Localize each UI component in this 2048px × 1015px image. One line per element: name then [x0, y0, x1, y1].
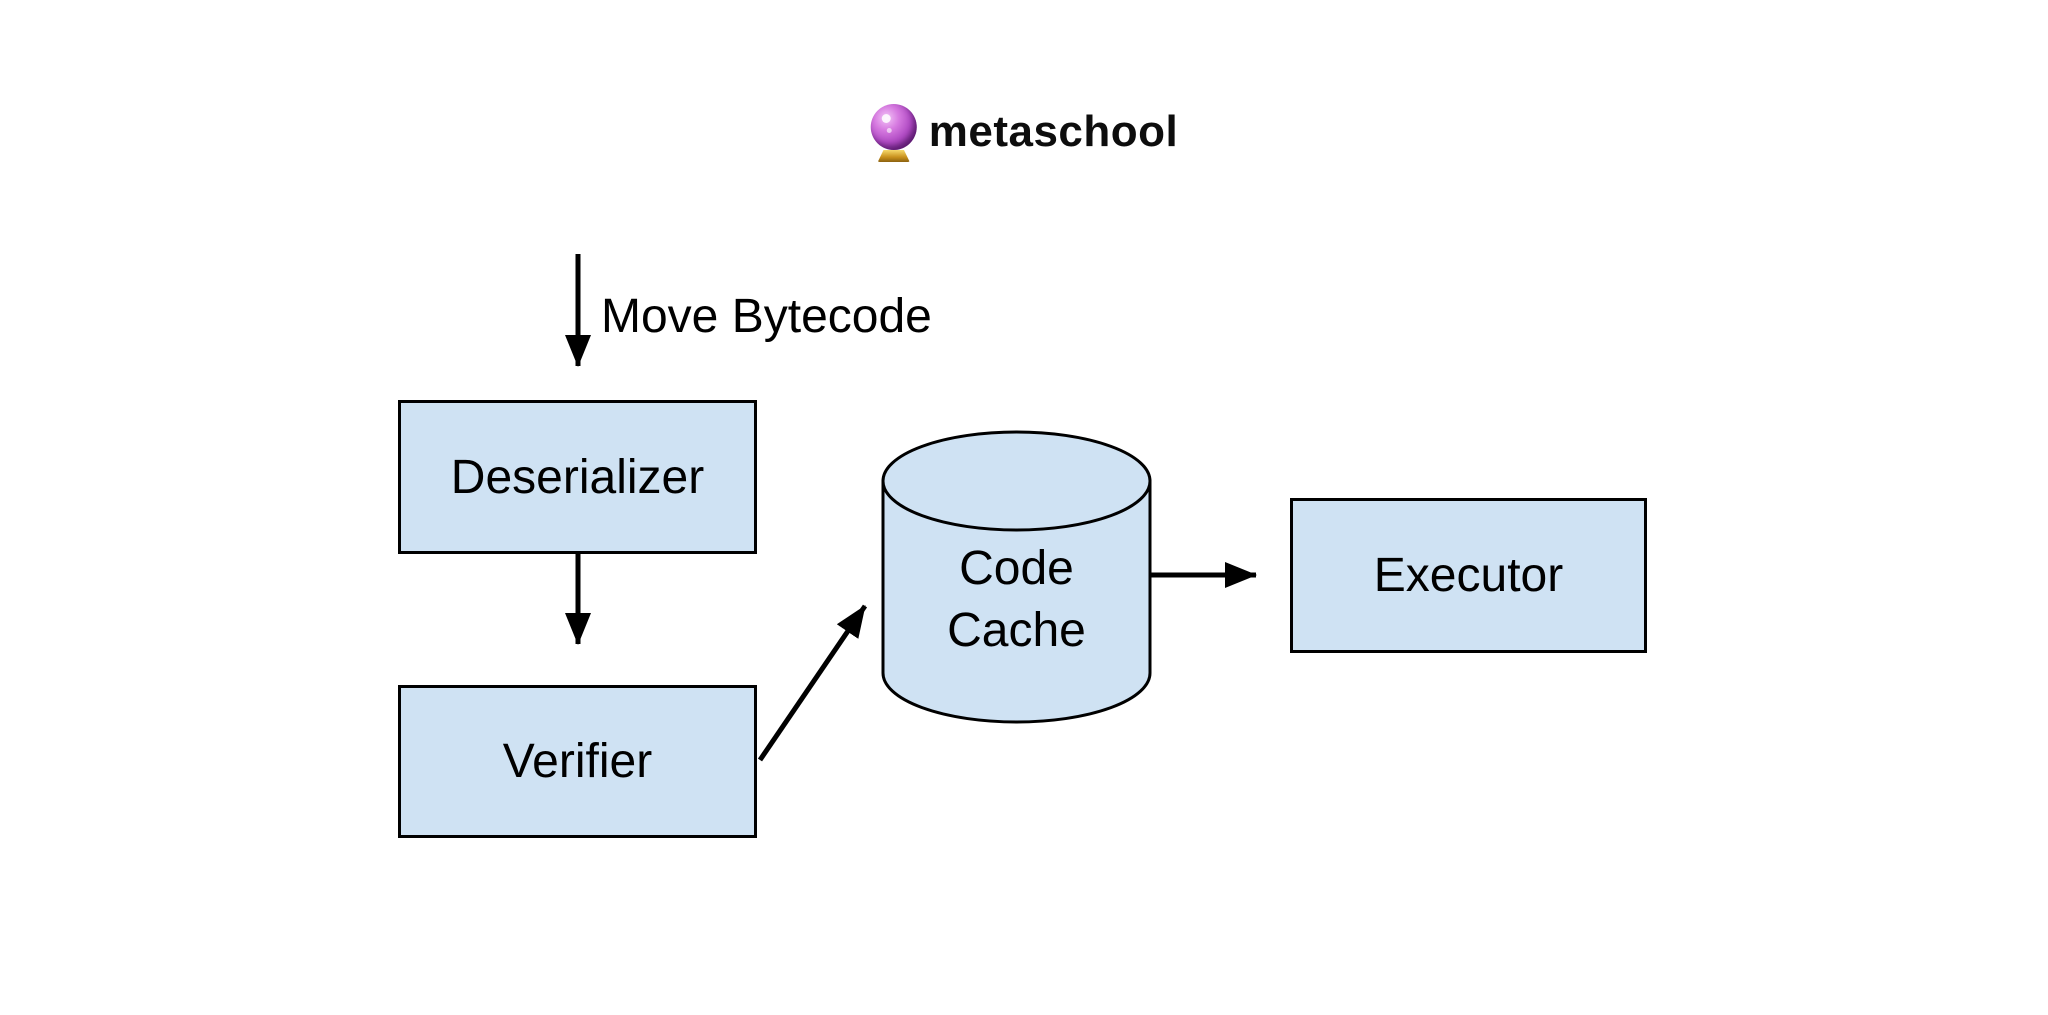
- node-executor-label: Executor: [1373, 549, 1564, 602]
- edge-label-move-bytecode: Move Bytecode: [601, 290, 932, 343]
- arrow-verifier-to-code-cache: [757, 604, 868, 762]
- node-code-cache-label: Code Cache: [947, 541, 1086, 657]
- node-deserializer: Deserializer: [398, 400, 757, 554]
- node-code-cache-shape: [881, 430, 1152, 724]
- logo-text: metaschool: [928, 107, 1179, 156]
- crystal-ball-icon: [870, 102, 918, 162]
- node-verifier: Verifier: [398, 685, 757, 838]
- node-executor: Executor: [1290, 498, 1647, 653]
- logo: metaschool: [870, 102, 1179, 162]
- node-verifier-label: Verifier: [502, 735, 653, 788]
- node-deserializer-label: Deserializer: [450, 450, 705, 504]
